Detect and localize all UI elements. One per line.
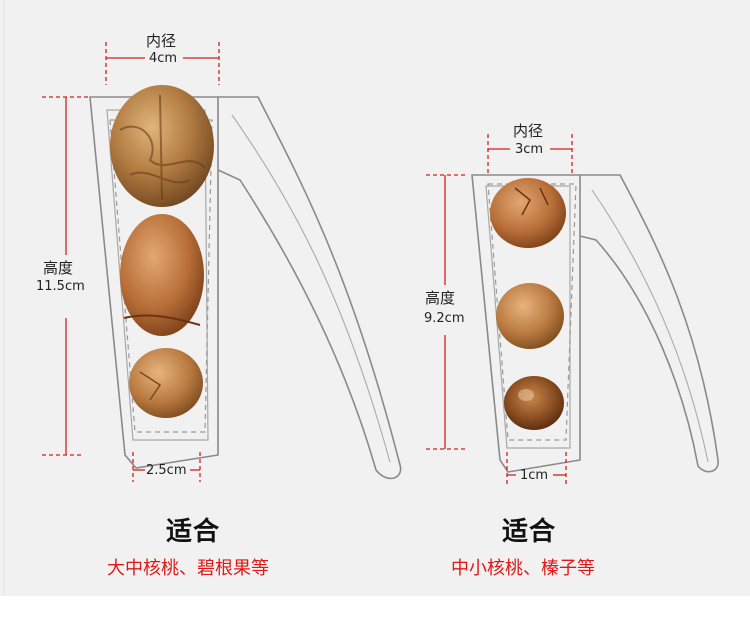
right-subtitle: 中小核桃、榛子等 bbox=[451, 558, 595, 579]
left-dimension-lines bbox=[42, 42, 220, 482]
right-pecan bbox=[490, 178, 566, 248]
left-title: 适合 bbox=[166, 517, 221, 547]
left-handle-outline bbox=[217, 96, 402, 480]
right-handle-outline bbox=[579, 174, 719, 473]
right-hazelnut bbox=[496, 283, 564, 349]
left-subtitle: 大中核桃、碧根果等 bbox=[107, 558, 269, 579]
left-diameter-value: 4cm bbox=[149, 51, 178, 66]
right-title: 适合 bbox=[502, 517, 557, 547]
right-height-value: 9.2cm bbox=[424, 311, 465, 326]
left-cup-outline bbox=[89, 96, 219, 469]
right-height-label: 高度 bbox=[425, 289, 456, 307]
left-bottom-value: 2.5cm bbox=[146, 463, 187, 478]
left-height-label: 高度 bbox=[43, 259, 74, 277]
right-diameter-label: 内径 bbox=[513, 122, 544, 140]
right-dimension-lines bbox=[426, 134, 573, 486]
left-diameter-label: 内径 bbox=[146, 32, 177, 50]
left-walnut bbox=[110, 85, 214, 207]
left-hazelnut bbox=[129, 348, 203, 418]
right-cracker bbox=[471, 174, 719, 473]
left-height-value: 11.5cm bbox=[36, 279, 85, 294]
left-pecan bbox=[120, 214, 204, 336]
right-bottom-value: 1cm bbox=[520, 468, 549, 483]
right-diameter-value: 3cm bbox=[515, 142, 544, 157]
right-chestnut bbox=[504, 376, 564, 430]
right-cup-outline bbox=[471, 174, 581, 473]
